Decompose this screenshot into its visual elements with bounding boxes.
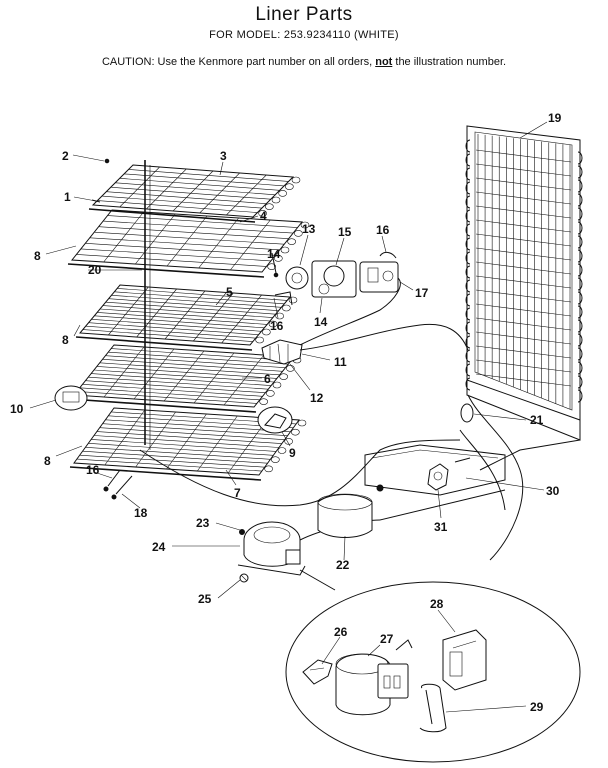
callout-29: 29 — [530, 700, 544, 714]
caution-prefix: CAUTION: Use the Kenmore part number on … — [101, 56, 376, 68]
callout-12: 12 — [310, 391, 324, 405]
callout-20: 20 — [88, 263, 102, 277]
callout-7: 7 — [234, 486, 241, 500]
base-tubing — [139, 394, 524, 561]
callout-16b: 16 — [270, 319, 284, 333]
callout-9: 9 — [289, 446, 296, 460]
callout-25: 25 — [198, 592, 212, 606]
callout-5: 5 — [226, 285, 233, 299]
caution-note: CAUTION: Use the Kenmore part number on … — [0, 56, 608, 68]
control-assembly — [271, 251, 401, 346]
callout-16c: 16 — [86, 463, 100, 477]
callout-8b: 8 — [62, 333, 69, 347]
wire-shelf — [75, 284, 298, 351]
callout-3: 3 — [220, 149, 227, 163]
callout-14a: 14 — [267, 247, 281, 261]
callout-11: 11 — [334, 355, 347, 369]
callout-27: 27 — [380, 632, 394, 646]
wire-shelf — [67, 209, 310, 278]
callout-26: 26 — [334, 625, 348, 639]
shelf-stack — [67, 164, 310, 481]
callout-13: 13 — [302, 222, 316, 236]
callout-19: 19 — [548, 111, 562, 125]
compressor — [237, 521, 306, 583]
callout-6: 6 — [264, 372, 271, 386]
condenser-panel — [465, 125, 583, 471]
page-title: Liner Parts — [255, 4, 353, 25]
callout-22: 22 — [336, 558, 350, 572]
model-line: FOR MODEL: 253.9234110 (WHITE) — [209, 29, 399, 41]
screw-parts — [91, 158, 133, 500]
callout-8c: 8 — [44, 454, 51, 468]
callout-2: 2 — [62, 149, 69, 163]
drain-fitting — [261, 323, 469, 365]
callout-30: 30 — [546, 484, 560, 498]
callout-1: 1 — [64, 190, 71, 204]
leader-lines — [29, 121, 548, 713]
callout-21: 21 — [530, 413, 544, 427]
callout-4: 4 — [260, 209, 267, 223]
bracket-part-10 — [54, 385, 88, 411]
wire-shelf — [69, 407, 307, 481]
caution-emphasis: not — [375, 56, 393, 68]
callout-15: 15 — [338, 225, 352, 239]
relay-detail-inset — [285, 569, 581, 763]
callout-10: 10 — [10, 402, 24, 416]
callout-14b: 14 — [314, 315, 328, 329]
caution-suffix: the illustration number. — [392, 56, 507, 68]
wire-shelf — [88, 164, 301, 223]
callout-8a: 8 — [34, 249, 41, 263]
callout-28: 28 — [430, 597, 444, 611]
callout-16a: 16 — [376, 223, 390, 237]
wire-shelf — [69, 344, 302, 413]
shelf-bracket-part — [257, 406, 293, 434]
callout-17: 17 — [415, 286, 429, 300]
callout-23: 23 — [196, 516, 210, 530]
callout-24: 24 — [152, 540, 166, 554]
callout-31: 31 — [434, 520, 448, 534]
callout-18: 18 — [134, 506, 148, 520]
callout-labels: 2 3 1 4 8 13 15 16 14 20 17 5 14 16 8 11… — [10, 111, 562, 714]
